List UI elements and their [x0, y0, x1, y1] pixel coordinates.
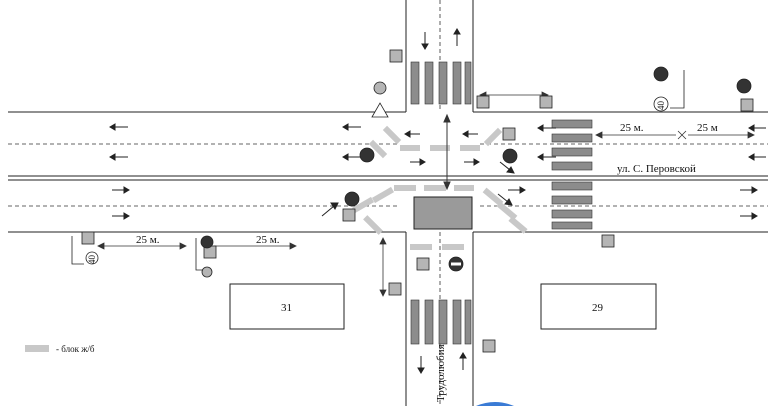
pedestrian-crossing-sign-icon [81, 231, 95, 245]
dark-island [413, 196, 473, 230]
pedestrian-crossing-sign-icon [388, 282, 402, 296]
distance-bottom-left-2: 25 м. [256, 234, 280, 246]
lane-markings [8, 0, 768, 406]
road-signs [71, 49, 754, 353]
pedestrian-crossing-sign-icon [482, 339, 496, 353]
speed-limit-top-number: 40 [656, 101, 666, 111]
speed-limit-sign-icon [653, 96, 669, 112]
buildings [229, 283, 657, 330]
direction-sign-icon [736, 78, 752, 94]
distance-bottom-left-1: 25 м. [136, 234, 160, 246]
crosswalk-east [551, 119, 593, 230]
pedestrian-crossing-sign-icon [740, 98, 754, 112]
direction-sign-icon [359, 147, 375, 163]
building-29-number: 29 [592, 302, 604, 314]
direction-sign-icon [653, 66, 669, 82]
building-31 [229, 283, 345, 330]
give-way-sign-icon [371, 102, 389, 118]
center-double-arrow [443, 113, 451, 191]
pedestrian-crossing-sign-icon [342, 208, 356, 222]
direction-sign-icon [344, 191, 360, 207]
direction-sign-icon [200, 235, 214, 249]
crosswalk-south [410, 299, 472, 345]
circle-sign-icon [373, 81, 387, 95]
blue-arc [476, 402, 514, 406]
building-29 [540, 283, 657, 330]
legend-label: - блок ж/б [56, 344, 95, 354]
crosswalk-north [410, 61, 472, 105]
pedestrian-crossing-sign-icon [389, 49, 403, 63]
dimension-lines [97, 91, 755, 297]
side-street-name-label: Трудолюбия [435, 344, 447, 402]
building-31-number: 31 [281, 302, 292, 314]
direction-sign-icon [502, 148, 518, 164]
pedestrian-crossing-sign-icon [539, 95, 553, 109]
concrete-blocks [25, 125, 528, 352]
traffic-arrows [109, 28, 766, 374]
pedestrian-crossing-sign-icon [601, 234, 615, 248]
distance-top-right-2: 25 м [697, 122, 718, 134]
speed-limit-sign-icon [85, 251, 99, 265]
distance-top-right-1: 25 м. [620, 122, 644, 134]
pedestrian-crossing-sign-icon [476, 95, 490, 109]
street-name-label: ул. С. Перовской [617, 163, 696, 175]
speed-limit-bottom-number: 40 [87, 255, 97, 265]
pedestrian-crossing-sign-icon [502, 127, 516, 141]
road-works-sign-icon [416, 257, 430, 271]
road-edges [8, 0, 768, 406]
